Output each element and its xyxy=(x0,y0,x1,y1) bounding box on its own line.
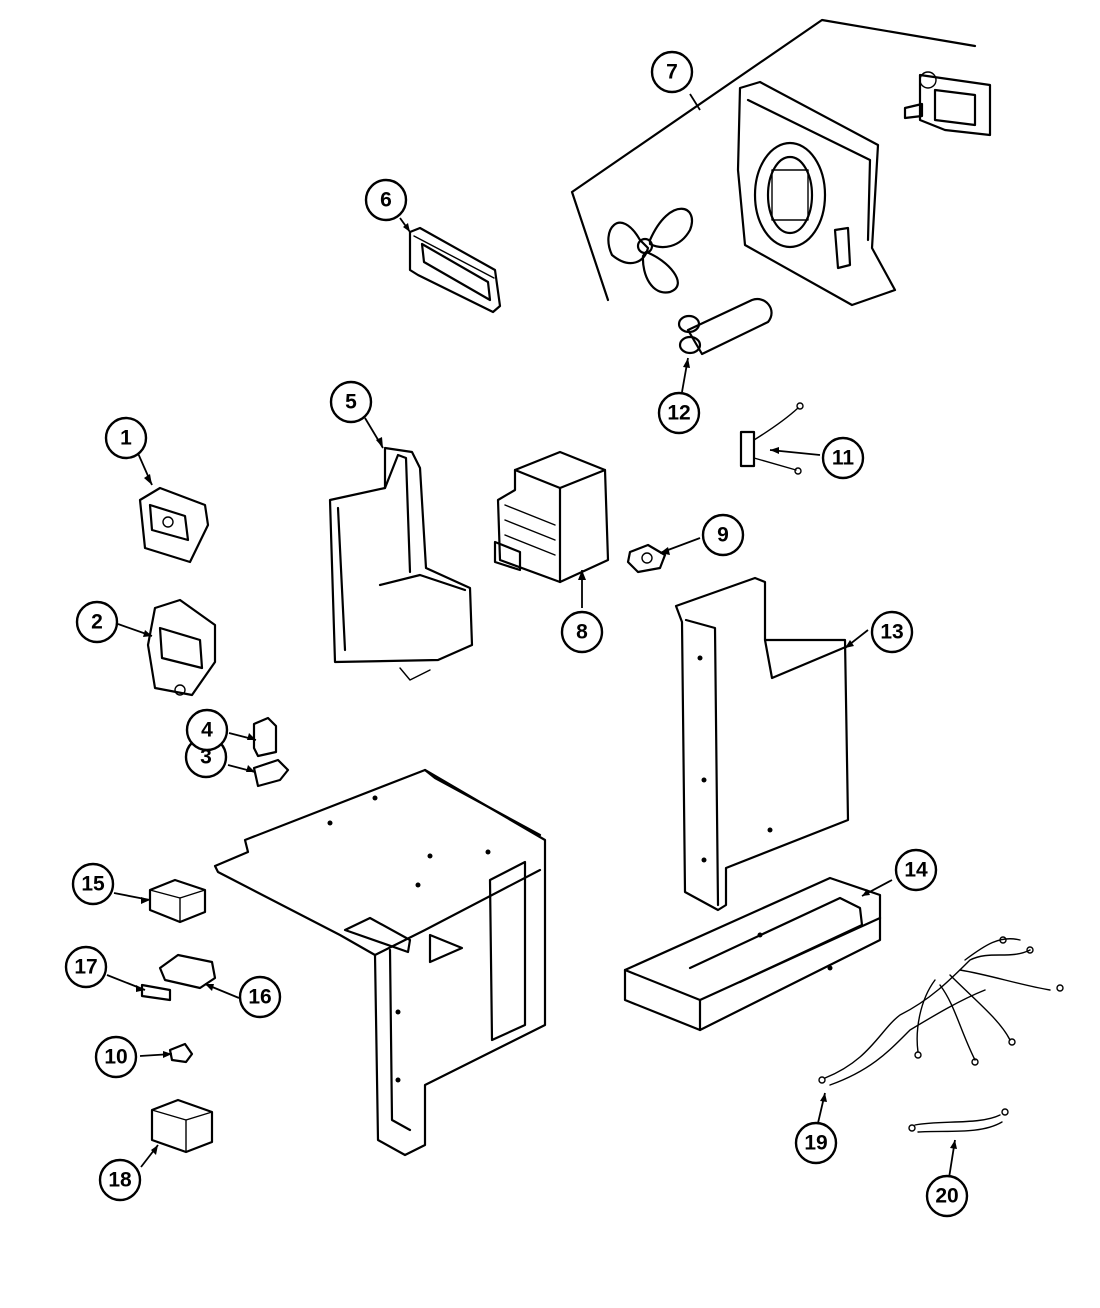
callout-7: 7 xyxy=(650,50,694,94)
svg-text:10: 10 xyxy=(104,1046,127,1069)
small-wire-harness-part xyxy=(908,1108,1009,1133)
base-tray-part xyxy=(623,876,882,1032)
callout-4: 4 xyxy=(185,708,229,752)
svg-text:12: 12 xyxy=(667,402,690,425)
svg-text:8: 8 xyxy=(576,621,588,644)
connector-part xyxy=(168,1042,194,1064)
fan-blade-part xyxy=(607,207,693,294)
svg-text:16: 16 xyxy=(248,986,271,1009)
switch-holder-part xyxy=(138,486,210,564)
svg-text:20: 20 xyxy=(935,1185,958,1208)
callout-8: 8 xyxy=(560,610,604,654)
arrow-heads xyxy=(136,223,957,1155)
callout-13: 13 xyxy=(870,610,914,654)
side-panel-part xyxy=(674,576,850,912)
callout-12: 12 xyxy=(657,391,701,435)
callout-19: 19 xyxy=(794,1121,838,1165)
air-duct-part xyxy=(328,446,474,681)
frame-plate-part xyxy=(408,226,502,314)
switch-4-part xyxy=(252,716,278,758)
callout-5: 5 xyxy=(329,380,373,424)
chassis-base-part xyxy=(213,768,547,1157)
fuse-part xyxy=(140,983,172,1002)
svg-text:13: 13 xyxy=(880,621,903,644)
relay-part xyxy=(148,878,207,924)
fan-shroud-part xyxy=(736,80,897,307)
svg-text:1: 1 xyxy=(120,427,132,450)
svg-text:14: 14 xyxy=(904,859,928,882)
switch-bracket-part xyxy=(146,598,217,697)
thermal-cutout-part xyxy=(626,543,667,574)
group-7-bracket xyxy=(570,18,977,302)
transformer-part xyxy=(493,450,610,584)
callout-6: 6 xyxy=(364,178,408,222)
callout-15: 15 xyxy=(71,862,115,906)
noise-filter-part xyxy=(150,1098,214,1154)
callout-11: 11 xyxy=(821,436,865,480)
switch-3-part xyxy=(252,758,290,788)
callout-2: 2 xyxy=(75,600,119,644)
svg-text:9: 9 xyxy=(717,524,729,547)
svg-text:17: 17 xyxy=(74,956,97,979)
svg-text:4: 4 xyxy=(201,719,213,742)
svg-text:18: 18 xyxy=(108,1169,132,1192)
capacitor-part xyxy=(677,297,773,356)
callout-16: 16 xyxy=(238,975,282,1019)
svg-text:3: 3 xyxy=(200,746,212,769)
leader-lines xyxy=(106,93,956,1179)
callout-1: 1 xyxy=(104,416,148,460)
svg-text:2: 2 xyxy=(91,611,103,634)
svg-text:19: 19 xyxy=(804,1132,827,1155)
callout-17: 17 xyxy=(64,945,108,989)
svg-text:15: 15 xyxy=(81,873,105,896)
fuse-holder-part xyxy=(158,953,217,990)
callout-20: 20 xyxy=(925,1174,969,1218)
callout-18: 18 xyxy=(98,1158,142,1202)
main-wire-harness-part xyxy=(818,936,1064,1086)
fan-motor-part xyxy=(903,71,992,137)
svg-text:6: 6 xyxy=(380,189,392,212)
svg-text:11: 11 xyxy=(832,447,855,470)
wire-lead-part xyxy=(739,402,804,475)
svg-text:7: 7 xyxy=(666,61,678,84)
svg-text:5: 5 xyxy=(345,391,357,414)
callout-14: 14 xyxy=(894,848,938,892)
callout-10: 10 xyxy=(94,1035,138,1079)
callout-9: 9 xyxy=(701,513,745,557)
